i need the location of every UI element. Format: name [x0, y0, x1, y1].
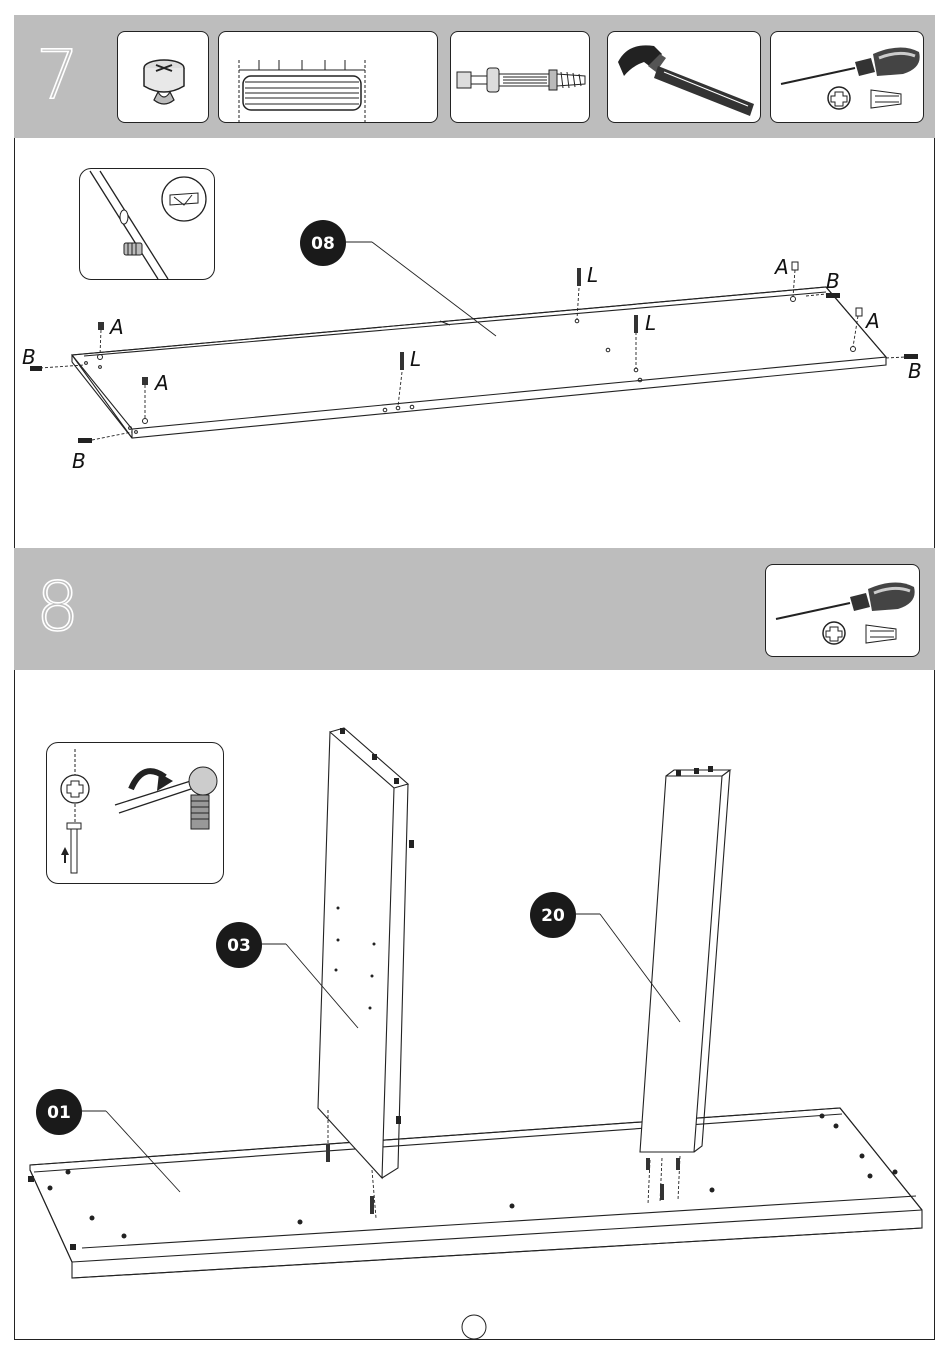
label-cam-lock-a-4: A: [864, 309, 880, 333]
part-badge-03-text: 03: [227, 936, 251, 956]
cam-lock-a-1: [98, 322, 104, 330]
divider-panel-20-cam-locks: [676, 766, 713, 776]
label-cam-bolt-b-1: B: [22, 345, 36, 369]
page-number-circle: [462, 1315, 486, 1339]
label-cam-lock-a-3: A: [773, 255, 789, 279]
cam-lock-a-4: [856, 308, 862, 316]
label-cam-bolt-b-4: B: [908, 359, 922, 383]
label-cam-lock-a-1: A: [108, 315, 124, 339]
cam-lock-a-2: [142, 377, 148, 385]
part-badge-01-text: 01: [47, 1103, 71, 1123]
label-dowel-l-2: L: [587, 263, 598, 287]
dowel-l-3: [634, 315, 638, 333]
label-cam-bolt-b-2: B: [72, 449, 86, 473]
part-badge-20-text: 20: [541, 906, 565, 926]
cam-bolt-b-3: [826, 293, 840, 298]
part-badge-08: 08: [300, 220, 496, 336]
panel-08-drawing: [72, 287, 886, 438]
cam-lock-a-3: [792, 262, 798, 270]
divider-panel-20-drawing: [640, 770, 730, 1152]
side-panel-03-drawing: [318, 728, 408, 1178]
label-dowel-l-1: L: [410, 347, 421, 371]
label-cam-lock-a-2: A: [153, 371, 169, 395]
dowel-l-1: [400, 352, 404, 370]
dowel-l-2: [577, 268, 581, 286]
label-cam-bolt-b-3: B: [826, 269, 840, 293]
label-dowel-l-3: L: [645, 311, 656, 335]
base-panel-01-drawing: [30, 1108, 922, 1278]
part-badge-08-text: 08: [311, 234, 335, 254]
cam-bolt-b-2: [78, 438, 92, 443]
